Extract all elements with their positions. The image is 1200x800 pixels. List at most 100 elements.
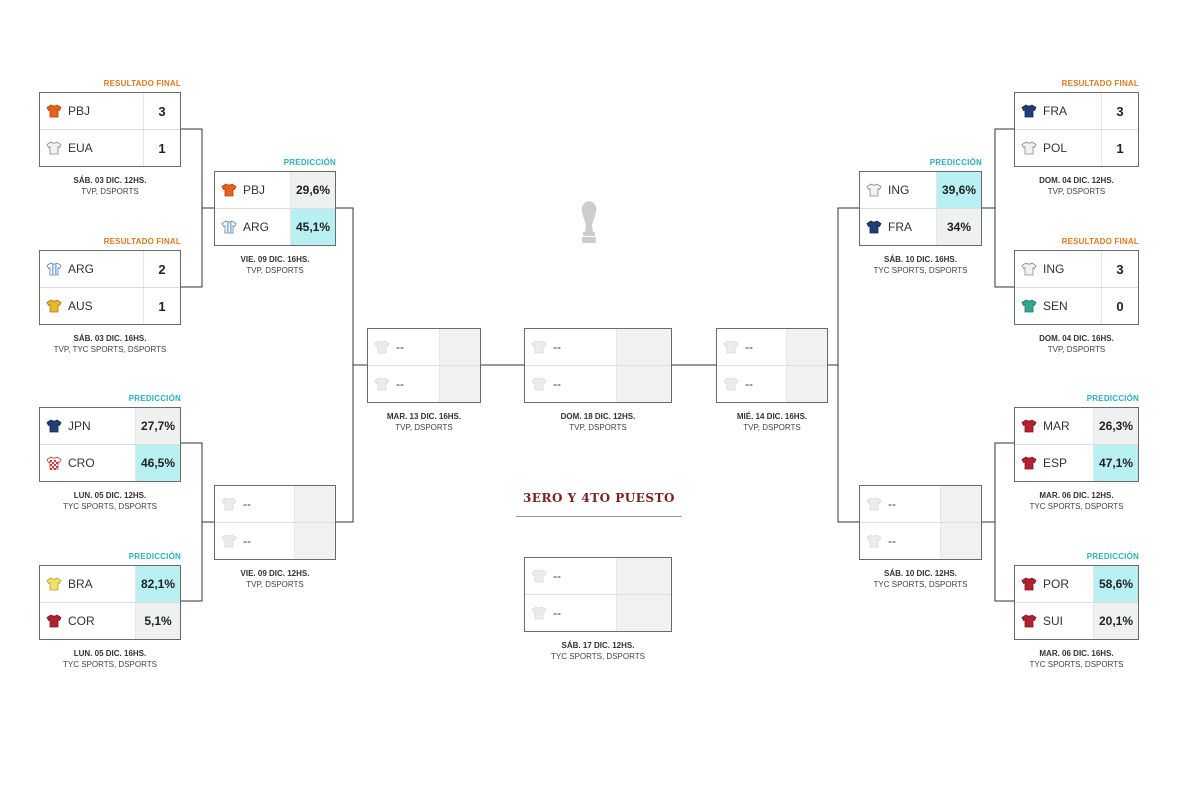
team-row[interactable]: --: [525, 365, 671, 402]
team-value: [616, 595, 671, 631]
team-row[interactable]: --: [525, 558, 671, 594]
shirt-icon: [866, 183, 882, 197]
third-place-title: 3ERO Y 4TO PUESTO: [523, 491, 675, 505]
team-row[interactable]: FRA 34%: [860, 208, 981, 245]
team-code: POR: [1043, 577, 1070, 591]
team-row[interactable]: --: [717, 365, 827, 402]
team-value: 27,7%: [135, 408, 180, 444]
match-card[interactable]: -- --: [524, 328, 672, 403]
team-code: POL: [1043, 141, 1068, 155]
team-value: 34%: [936, 209, 981, 245]
shirt-icon: [46, 614, 62, 628]
team-value: 20,1%: [1093, 603, 1138, 639]
match-card[interactable]: -- --: [716, 328, 828, 403]
team-row[interactable]: --: [525, 329, 671, 365]
match-tv: TVP, DSPORTS: [1047, 345, 1106, 354]
team-row[interactable]: --: [525, 594, 671, 631]
match-date: VIE. 09 DIC. 16HS.: [240, 255, 310, 264]
team-value: 2: [143, 251, 180, 287]
match-sf-2[interactable]: -- -- MIÉ. 14 DIC. 16HS.TVP, DSPORTS: [716, 328, 828, 433]
match-qf-2[interactable]: -- -- VIE. 09 DIC. 12HS.TVP, DSPORTS: [214, 485, 336, 590]
match-card[interactable]: -- --: [214, 485, 336, 560]
match-card[interactable]: -- --: [524, 557, 672, 632]
team-value: 5,1%: [135, 603, 180, 639]
match-tv: TVP, TYC SPORTS, DSPORTS: [53, 345, 167, 354]
team-row[interactable]: --: [860, 522, 981, 559]
match-qf-4[interactable]: -- -- SÁB. 10 DIC. 12HS.TYC SPORTS, DSPO…: [859, 485, 982, 590]
shirt-icon: [866, 534, 882, 548]
match-card[interactable]: -- --: [859, 485, 982, 560]
match-card[interactable]: -- --: [367, 328, 481, 403]
match-tv: TVP, DSPORTS: [569, 423, 627, 432]
match-date: MAR. 06 DIC. 16HS.: [1039, 649, 1114, 658]
team-value: [294, 486, 335, 522]
shirt-icon: [221, 220, 237, 234]
match-final[interactable]: -- -- DOM. 18 DIC. 12HS.TVP, DSPORTS: [524, 328, 672, 433]
match-info: SÁB. 10 DIC. 16HS.TYC SPORTS, DSPORTS: [859, 254, 982, 276]
team-value: [786, 366, 827, 402]
shirt-icon: [46, 299, 62, 313]
team-row[interactable]: --: [215, 522, 335, 559]
team-value: 29,6%: [290, 172, 335, 208]
team-row[interactable]: --: [717, 329, 827, 365]
shirt-icon: [1021, 456, 1037, 470]
match-tv: TVP, DSPORTS: [743, 423, 801, 432]
team-row[interactable]: --: [368, 329, 480, 365]
team-row[interactable]: --: [368, 365, 480, 402]
team-code: --: [888, 497, 896, 511]
match-third-place[interactable]: -- -- SÁB. 17 DIC. 12HS.TYC SPORTS, DSPO…: [524, 557, 672, 662]
team-row[interactable]: --: [860, 486, 981, 522]
team-code: ING: [1043, 262, 1065, 276]
team-value: [439, 366, 480, 402]
trophy-icon: [581, 201, 597, 243]
status-label: PREDICCIÓN: [1086, 552, 1139, 561]
match-tv: TVP, DSPORTS: [246, 580, 304, 589]
team-code: --: [553, 606, 561, 620]
match-sf-1[interactable]: -- -- MAR. 13 DIC. 16HS.TVP, DSPORTS: [367, 328, 481, 433]
team-value: 82,1%: [135, 566, 180, 602]
match-date: LUN. 05 DIC. 12HS.: [73, 491, 147, 500]
team-code: FRA: [888, 220, 912, 234]
team-row[interactable]: --: [215, 486, 335, 522]
